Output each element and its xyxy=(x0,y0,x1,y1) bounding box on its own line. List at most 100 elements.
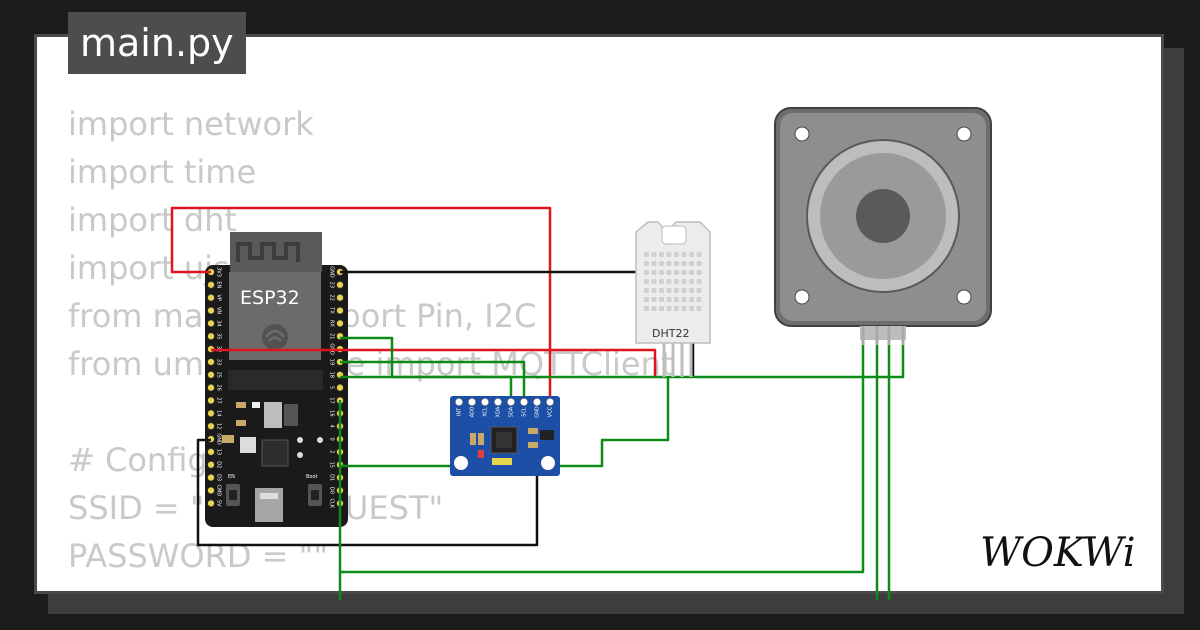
mpu-pin[interactable] xyxy=(494,398,502,406)
esp32-pin-label: GND xyxy=(329,266,335,278)
esp32-pin-label: 5 xyxy=(329,386,335,389)
esp32-pin[interactable] xyxy=(207,383,215,392)
esp32-pin-label: 22 xyxy=(329,295,335,301)
esp32-pin-label: D2 xyxy=(216,461,222,468)
esp32-pin[interactable] xyxy=(207,396,215,405)
mpu-pin[interactable] xyxy=(468,398,476,406)
esp32-pin-label: 35 xyxy=(216,333,222,339)
wire-gnd-to-mpu[interactable] xyxy=(196,399,539,547)
mpu-pin-label: XDA xyxy=(496,406,502,417)
code-line: import network xyxy=(68,105,314,143)
esp32-pin[interactable] xyxy=(336,383,344,392)
esp32-pin[interactable] xyxy=(207,294,215,302)
esp32-pin-label: 14 xyxy=(216,410,222,416)
esp32-pin[interactable] xyxy=(207,486,215,495)
esp32-pin-label: 0 xyxy=(329,437,335,440)
wire-sda[interactable] xyxy=(340,375,513,399)
esp32-pin-label: 4 xyxy=(329,425,335,428)
esp32-pin-label: 16 xyxy=(329,410,335,416)
dht22-label: DHT22 xyxy=(652,327,689,340)
esp32-pin[interactable] xyxy=(207,332,215,340)
esp32-pin-label: 25 xyxy=(216,372,222,378)
wire-scl[interactable] xyxy=(340,360,526,399)
esp32-pin-label: 5V xyxy=(216,500,222,507)
stepper-motor[interactable] xyxy=(774,107,992,345)
esp32-pin[interactable] xyxy=(207,409,215,418)
boot-label: Boot xyxy=(306,474,318,480)
mpu-pin-label: VCC xyxy=(548,406,554,417)
esp32-pin[interactable] xyxy=(336,281,344,289)
file-tab-main-py[interactable]: main.py xyxy=(68,12,246,74)
mpu-pin[interactable] xyxy=(481,398,489,406)
mpu-pin[interactable] xyxy=(546,398,554,406)
mpu-pin-label: GND xyxy=(535,406,541,418)
mpu-chip xyxy=(490,426,518,454)
regulator-chip xyxy=(264,402,282,428)
mpu-pin-label: AD0 xyxy=(470,407,476,417)
esp32-pin[interactable] xyxy=(207,422,215,430)
esp32-pin-label: CLK xyxy=(329,499,335,509)
code-line: PASSWORD = "" xyxy=(68,537,329,575)
esp32-pin-label: 23 xyxy=(329,282,335,288)
esp32-pin[interactable] xyxy=(207,473,215,482)
esp32-pin-label: EN xyxy=(216,281,222,288)
mpu-pin[interactable] xyxy=(455,398,463,406)
mount-hole xyxy=(794,289,810,305)
esp32-pin-label: 13 xyxy=(216,449,222,455)
mpu-pin-label: XCL xyxy=(483,407,489,417)
code-line: import time xyxy=(68,153,257,191)
esp32-pin-label: 12 xyxy=(216,423,222,429)
esp32-pin-label: 2 xyxy=(329,450,335,453)
esp32-pin[interactable] xyxy=(336,306,344,315)
esp32-pin[interactable] xyxy=(207,281,215,289)
usb-uart-chip xyxy=(261,439,289,467)
dht22-sensor[interactable]: DHT22 xyxy=(635,221,711,377)
esp32-pin[interactable] xyxy=(207,448,215,456)
mpu-pin[interactable] xyxy=(533,398,541,406)
mpu-pin[interactable] xyxy=(507,398,515,406)
esp32-pin-label: 34 xyxy=(216,320,222,326)
esp32-pin[interactable] xyxy=(207,499,215,507)
mount-hole xyxy=(956,126,972,142)
motor-shaft xyxy=(856,189,910,243)
esp32-pin[interactable] xyxy=(336,294,344,302)
esp32-board[interactable]: ESP32 EN Boot 3V3ENVPVN34353233252627141… xyxy=(205,232,348,527)
esp32-pin-label: D1 xyxy=(329,474,335,481)
esp32-pin-label: VN xyxy=(216,307,222,314)
esp32-pin[interactable] xyxy=(207,319,215,328)
esp32-pin[interactable] xyxy=(207,358,215,366)
esp32-pin-label: TX xyxy=(329,306,335,314)
esp32-label: ESP32 xyxy=(240,287,300,309)
esp32-pin-label: VP xyxy=(216,294,222,300)
esp32-pin-label: 18 xyxy=(329,372,335,378)
esp32-pin[interactable] xyxy=(207,461,215,469)
wire-power-to-dht[interactable] xyxy=(211,348,657,377)
esp32-pin-label: 33 xyxy=(216,359,222,365)
esp32-pin[interactable] xyxy=(336,319,344,328)
mount-hole xyxy=(956,289,972,305)
mount-hole xyxy=(794,126,810,142)
esp32-pin-label: 15 xyxy=(329,462,335,468)
wokwi-logo: WOKWi xyxy=(980,530,1136,576)
esp32-pin-label: 17 xyxy=(329,397,335,403)
esp32-pin-label: GND xyxy=(216,433,222,445)
esp32-pin[interactable] xyxy=(207,306,215,315)
wire-stepper-a[interactable] xyxy=(340,336,905,379)
esp32-pin[interactable] xyxy=(207,371,215,379)
wire-stepper-b[interactable] xyxy=(338,340,865,574)
esp32-pin-label: RX xyxy=(329,320,335,327)
esp32-pin-label: CMD xyxy=(216,485,222,497)
mpu-pin[interactable] xyxy=(520,398,528,406)
en-label: EN xyxy=(228,474,235,480)
esp32-pin-label: 19 xyxy=(329,359,335,365)
esp32-pin-label: 26 xyxy=(216,384,222,390)
esp32-pin-label: 21 xyxy=(329,333,335,339)
esp32-pin-label: D3 xyxy=(216,474,222,481)
mpu-pin-label: SDA xyxy=(509,406,515,417)
esp32-pin-label: 3V3 xyxy=(216,267,222,277)
dht-grille xyxy=(644,252,702,311)
mpu-pin-label: INT xyxy=(457,407,463,416)
antenna-trace xyxy=(236,242,300,262)
